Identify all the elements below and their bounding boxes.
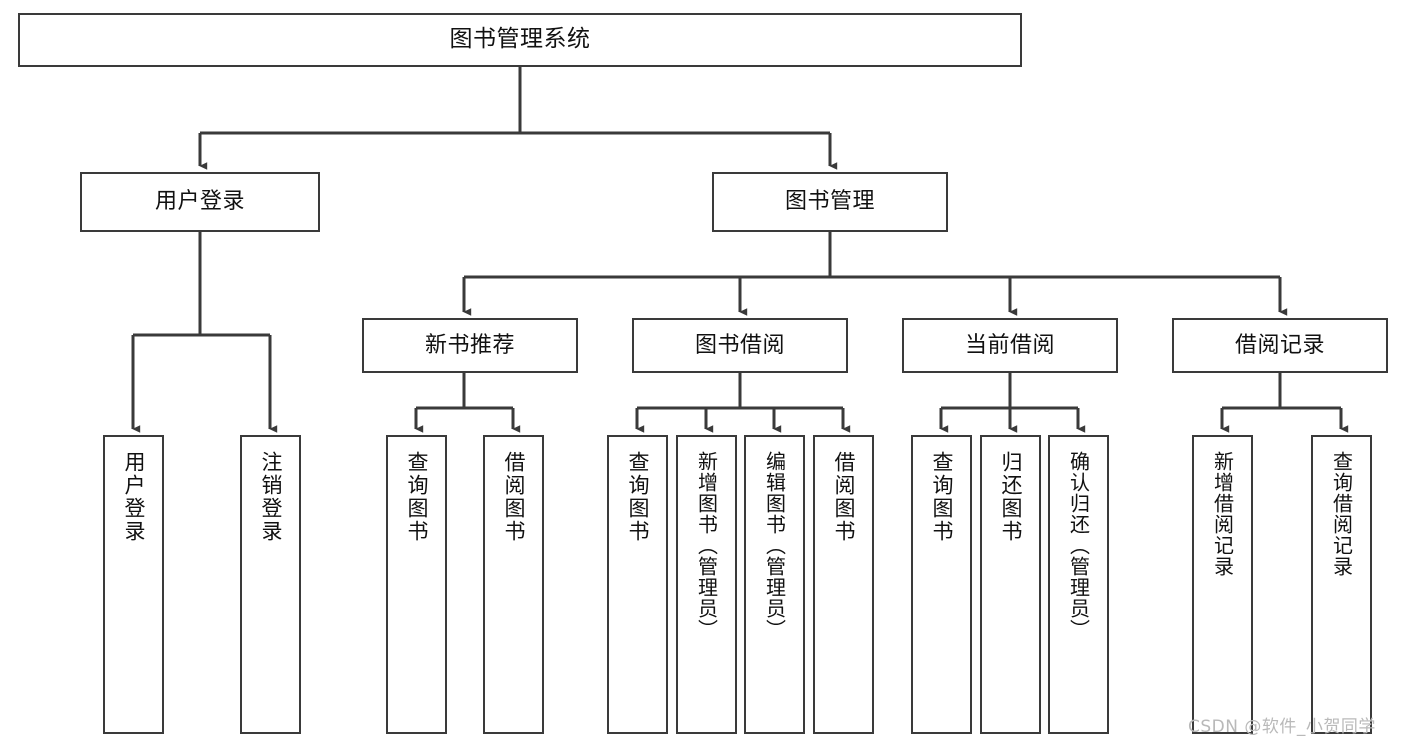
node-label: 借阅图书 [832,451,857,543]
node-leaf-book-borrow-borrow[interactable]: 借阅图书 [813,435,874,734]
node-label: 归还图书 [999,451,1024,543]
node-label: 查询图书 [405,451,430,543]
node-label: 确认归还（管理员） [1066,451,1091,640]
node-leaf-new-book-query[interactable]: 查询图书 [386,435,447,734]
node-label: 用户登录 [122,451,147,543]
node-leaf-user-login-logout[interactable]: 注销登录 [240,435,301,734]
node-leaf-current-borrow-return[interactable]: 归还图书 [980,435,1041,734]
node-leaf-new-book-borrow[interactable]: 借阅图书 [483,435,544,734]
node-leaf-user-login-login[interactable]: 用户登录 [103,435,164,734]
node-label: 注销登录 [259,451,284,543]
node-label: 新增图书（管理员） [694,451,719,640]
node-book-borrow[interactable]: 图书借阅 [632,318,848,373]
node-label: 借阅图书 [502,451,527,543]
node-book-management[interactable]: 图书管理 [712,172,948,232]
csdn-watermark: CSDN @软件_小贺同学 [1188,717,1376,737]
node-label: 图书管理 [784,189,875,215]
node-leaf-current-borrow-confirm-return[interactable]: 确认归还（管理员） [1048,435,1109,734]
node-label: 查询图书 [930,451,955,543]
node-label: 编辑图书（管理员） [762,451,787,640]
node-user-login[interactable]: 用户登录 [80,172,320,232]
node-label: 用户登录 [154,189,245,215]
node-leaf-borrow-record-add[interactable]: 新增借阅记录 [1192,435,1253,734]
node-label: 图书管理系统 [449,26,591,53]
node-leaf-current-borrow-query[interactable]: 查询图书 [911,435,972,734]
node-leaf-book-borrow-add[interactable]: 新增图书（管理员） [676,435,737,734]
node-label: 新增借阅记录 [1210,451,1235,577]
node-leaf-book-borrow-edit[interactable]: 编辑图书（管理员） [744,435,805,734]
node-label: 查询借阅记录 [1329,451,1354,577]
node-label: 图书借阅 [694,332,785,358]
node-label: 查询图书 [626,451,651,543]
node-label: 借阅记录 [1234,332,1325,358]
node-label: 新书推荐 [424,332,515,358]
node-current-borrow[interactable]: 当前借阅 [902,318,1118,373]
node-root-book-management-system[interactable]: 图书管理系统 [18,13,1022,67]
node-leaf-borrow-record-query[interactable]: 查询借阅记录 [1311,435,1372,734]
node-label: 当前借阅 [964,332,1055,358]
node-borrow-record[interactable]: 借阅记录 [1172,318,1388,373]
node-leaf-book-borrow-query[interactable]: 查询图书 [607,435,668,734]
node-new-book-recommend[interactable]: 新书推荐 [362,318,578,373]
